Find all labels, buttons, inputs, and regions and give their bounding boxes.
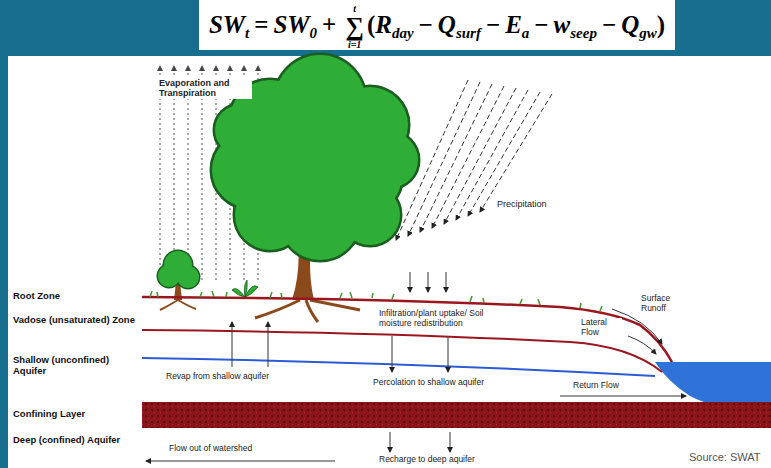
formula-subscript: t [245,25,249,41]
formula-term: SW [273,11,309,38]
groundwater-arrows [232,322,448,372]
infiltration-arrows [410,272,446,292]
zone-label: Deep (confined) Aquifer [12,435,138,446]
grass [150,291,602,311]
process-label: Surface Runoff [640,294,686,314]
formula-subscript: surf [456,25,481,41]
confining-band [142,402,771,428]
formula-operator: = [254,11,268,38]
water-balance-formula: SWt=SW0+∑i=1t(Rday−Qsurf−Ea−wseep−Qgw) [199,0,675,50]
process-label: Percolation to shallow aquifer [372,378,485,388]
process-label: Flow out of watershed [168,444,253,454]
formula-subscript: gw [639,25,657,41]
sum-sign: ∑ [345,14,364,40]
formula-subscript: day [392,25,414,41]
zone-label: Vadose (unsaturated) Zone [12,315,138,326]
sum-limit: i=1 [348,40,361,50]
process-label: Lateral Flow [580,318,622,338]
precipitation-arrows [396,80,552,240]
formula-operator: − [419,11,433,38]
lateral-arrow [628,336,656,354]
process-label: Precipitation [496,199,548,209]
plant [232,280,258,297]
formula-term: Q [621,11,639,38]
process-label: Evaporation and Transpiration [158,78,252,99]
formula-operator: + [322,11,336,38]
source-note: Source: SWAT [688,451,762,464]
formula-subscript: seep [570,25,597,41]
process-label: Revap from shallow aquifer [165,372,270,382]
formula-term: SW [209,11,245,38]
sum-group: ∑i=1 t [345,4,364,50]
formula-operator: − [534,11,548,38]
formula-term: R [375,11,392,38]
formula-bracket: ) [657,11,665,38]
return-arrow [560,396,686,397]
zone-label: Shallow (unconfined) Aquifer [12,355,138,377]
formula-term: E [505,11,522,38]
process-label: Return Flow [572,381,620,391]
diagram-ground [8,56,771,468]
zone-label: Root Zone [12,291,138,302]
formula-subscript: 0 [310,25,318,41]
formula-operator: − [486,11,500,38]
formula-bracket: ( [367,11,375,38]
process-label: Infiltration/plant uptake/ Soil moisture… [378,309,514,329]
ground-surface [142,297,672,362]
formula-subscript: a [522,25,530,41]
sum-limit: t [353,4,356,14]
process-label: Recharge to deep aquifer [378,455,476,465]
lake [655,362,771,409]
formula-operator: − [602,11,616,38]
formula-term: Q [438,11,456,38]
zone-label: Confining Layer [12,409,138,420]
small-tree [158,251,199,310]
formula-term: w [554,11,571,38]
